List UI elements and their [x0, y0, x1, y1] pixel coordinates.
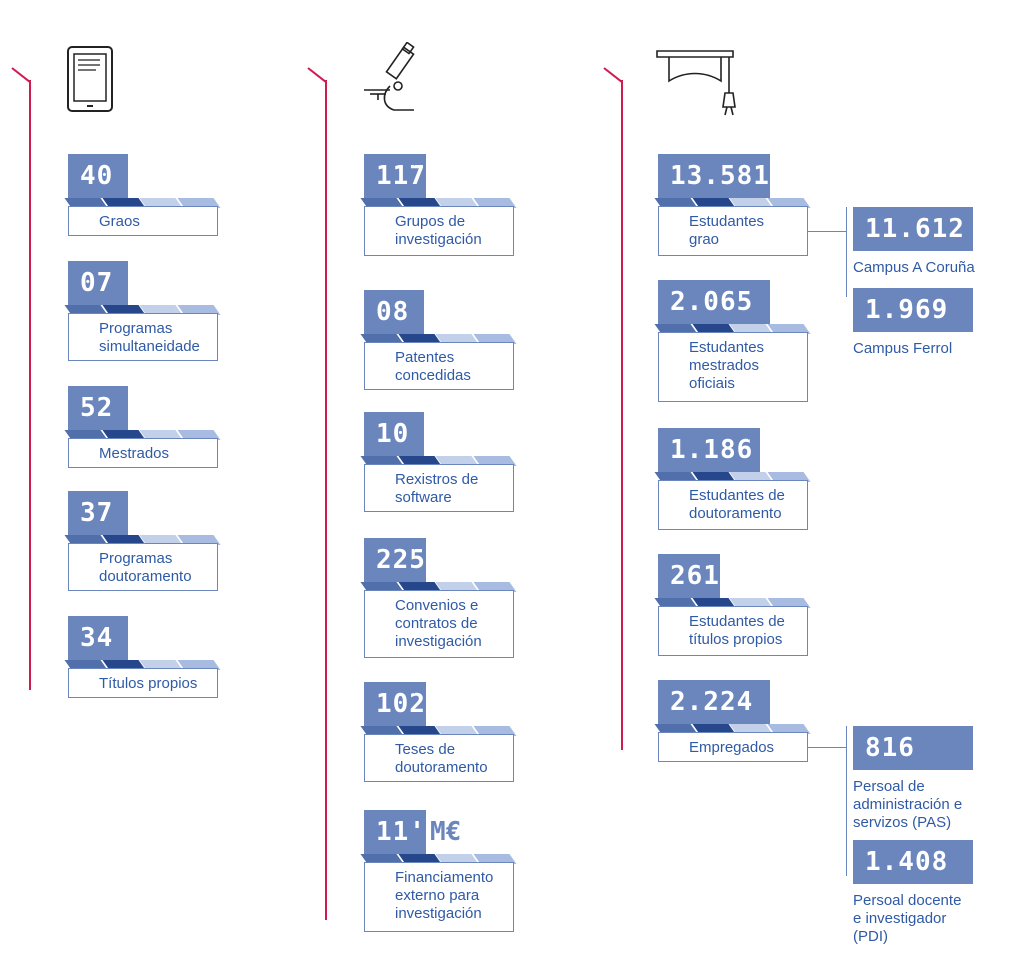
stat-label: Mestrados — [99, 445, 170, 462]
grao-vconnector — [846, 207, 847, 297]
sub-label: Campus Ferrol — [853, 340, 953, 357]
corner-notch — [758, 680, 770, 692]
corner-notch — [414, 538, 426, 550]
stat-card-graos: 40 Graos — [64, 154, 220, 236]
stat-label: Programas simultaneidade — [99, 320, 200, 355]
stat-label: Patentes concedidas — [395, 349, 471, 384]
stat-value: 10 — [364, 412, 424, 456]
sub-label: Campus A Coruña — [853, 259, 975, 276]
stat-label-box: Empregados — [658, 732, 808, 762]
stat-label: Empregados — [689, 739, 775, 756]
stat-card-estudantes-titulos-propios: 261 Estudantes de títulos propios — [654, 554, 810, 656]
stat-label-box: Teses de doutoramento — [364, 734, 514, 782]
stat-label-box: Estudantes de títulos propios — [658, 606, 808, 656]
corner-notch — [414, 682, 426, 694]
corner-notch — [412, 290, 424, 302]
stat-value: 2.224 — [658, 680, 770, 724]
stat-card-financiamento-externo: 11'3 M€ Financiamento externo para inves… — [360, 810, 516, 932]
empregados-pdi: 1.408 Persoal docente e investigador (PD… — [853, 840, 993, 946]
column2-accent-line — [325, 80, 327, 920]
stat-value: 102 — [364, 682, 426, 726]
stat-label-box: Financiamento externo para investigación — [364, 862, 514, 932]
corner-notch — [708, 554, 720, 566]
corner-notch — [758, 280, 770, 292]
stat-card-mestrados: 52 Mestrados — [64, 386, 220, 468]
stat-label-box: Programas simultaneidade — [68, 313, 218, 361]
stat-label-box: Estudantes de doutoramento — [658, 480, 808, 530]
stat-label: Grupos de investigación — [395, 213, 482, 248]
stat-value: 13.581 — [658, 154, 770, 198]
corner-notch — [116, 261, 128, 273]
stat-unit: M€ — [430, 817, 462, 847]
sub-label: Persoal de administración e servizos (PA… — [853, 778, 963, 831]
sub-label: Persoal docente e investigador (PDI) — [853, 892, 962, 945]
column1-accent-hook — [11, 67, 30, 83]
stat-label: Títulos propios — [99, 675, 198, 692]
stat-card-rexistros-software: 10 Rexistros de software — [360, 412, 516, 512]
stat-card-titulos-propios: 34 Títulos propios — [64, 616, 220, 698]
stat-card-estudantes-grao: 13.581 Estudantes grao — [654, 154, 810, 258]
stat-label-box: Patentes concedidas — [364, 342, 514, 390]
stat-label: Graos — [99, 213, 140, 230]
corner-notch — [414, 810, 426, 822]
empregados-connector — [808, 747, 846, 748]
stat-label: Programas doutoramento — [99, 550, 192, 585]
column1-accent-line — [29, 80, 31, 690]
stat-card-empregados: 2.224 Empregados — [654, 680, 810, 762]
stat-value: 2.065 — [658, 280, 770, 324]
empregados-vconnector — [846, 726, 847, 876]
stat-label: Teses de doutoramento — [395, 741, 488, 776]
stat-label: Estudantes mestrados oficiais — [689, 339, 765, 392]
stat-card-patentes-concedidas: 08 Patentes concedidas — [360, 290, 516, 390]
stat-label-box: Grupos de investigación — [364, 206, 514, 256]
corner-notch — [116, 154, 128, 166]
stat-label: Estudantes grao — [689, 213, 765, 248]
stat-label: Financiamento externo para investigación — [395, 869, 494, 922]
stat-label-box: Programas doutoramento — [68, 543, 218, 591]
stat-label-box: Rexistros de software — [364, 464, 514, 512]
stat-card-programas-doutoramento: 37 Programas doutoramento — [64, 491, 220, 591]
stat-label-box: Títulos propios — [68, 668, 218, 698]
stat-label-box: Estudantes grao — [658, 206, 808, 256]
stat-value: 1.186 — [658, 428, 760, 472]
corner-notch — [116, 491, 128, 503]
stat-card-teses-doutoramento: 102 Teses de doutoramento — [360, 682, 516, 782]
stat-label: Rexistros de software — [395, 471, 479, 506]
sub-value: 816 — [853, 726, 973, 770]
stat-label: Estudantes de títulos propios — [689, 613, 785, 648]
stat-label-box: Convenios e contratos de investigación — [364, 590, 514, 658]
column3-accent-hook — [603, 67, 622, 83]
grao-connector — [808, 231, 846, 232]
sub-value: 11.612 — [853, 207, 973, 251]
microscope-icon — [360, 41, 424, 118]
column2-accent-hook — [307, 67, 326, 83]
stat-card-convenios-contratos: 225 Convenios e contratos de investigaci… — [360, 538, 516, 658]
empregados-pas: 816 Persoal de administración e servizos… — [853, 726, 993, 832]
corner-notch — [116, 616, 128, 628]
stat-label: Estudantes de doutoramento — [689, 487, 785, 522]
stat-card-estudantes-mestrados: 2.065 Estudantes mestrados oficiais — [654, 280, 810, 402]
stat-card-programas-simultaneidade: 07 Programas simultaneidade — [64, 261, 220, 361]
grao-campus-coruna: 11.612 Campus A Coruña — [853, 207, 975, 277]
stat-label-box: Graos — [68, 206, 218, 236]
corner-notch — [414, 154, 426, 166]
stat-card-grupos-investigacion: 117 Grupos de investigación — [360, 154, 516, 258]
stat-label-box: Estudantes mestrados oficiais — [658, 332, 808, 402]
grao-campus-ferrol: 1.969 Campus Ferrol — [853, 288, 973, 358]
tablet-icon — [66, 45, 114, 117]
sub-value: 1.408 — [853, 840, 973, 884]
sub-value: 1.969 — [853, 288, 973, 332]
column3-accent-line — [621, 80, 623, 750]
corner-notch — [748, 428, 760, 440]
stat-label-box: Mestrados — [68, 438, 218, 468]
stat-value: 07 — [68, 261, 128, 305]
corner-notch — [116, 386, 128, 398]
stat-card-estudantes-doutoramento: 1.186 Estudantes de doutoramento — [654, 428, 810, 530]
corner-notch — [412, 412, 424, 424]
corner-notch — [758, 154, 770, 166]
graduation-cap-icon — [655, 45, 739, 121]
stat-label: Convenios e contratos de investigación — [395, 597, 482, 650]
